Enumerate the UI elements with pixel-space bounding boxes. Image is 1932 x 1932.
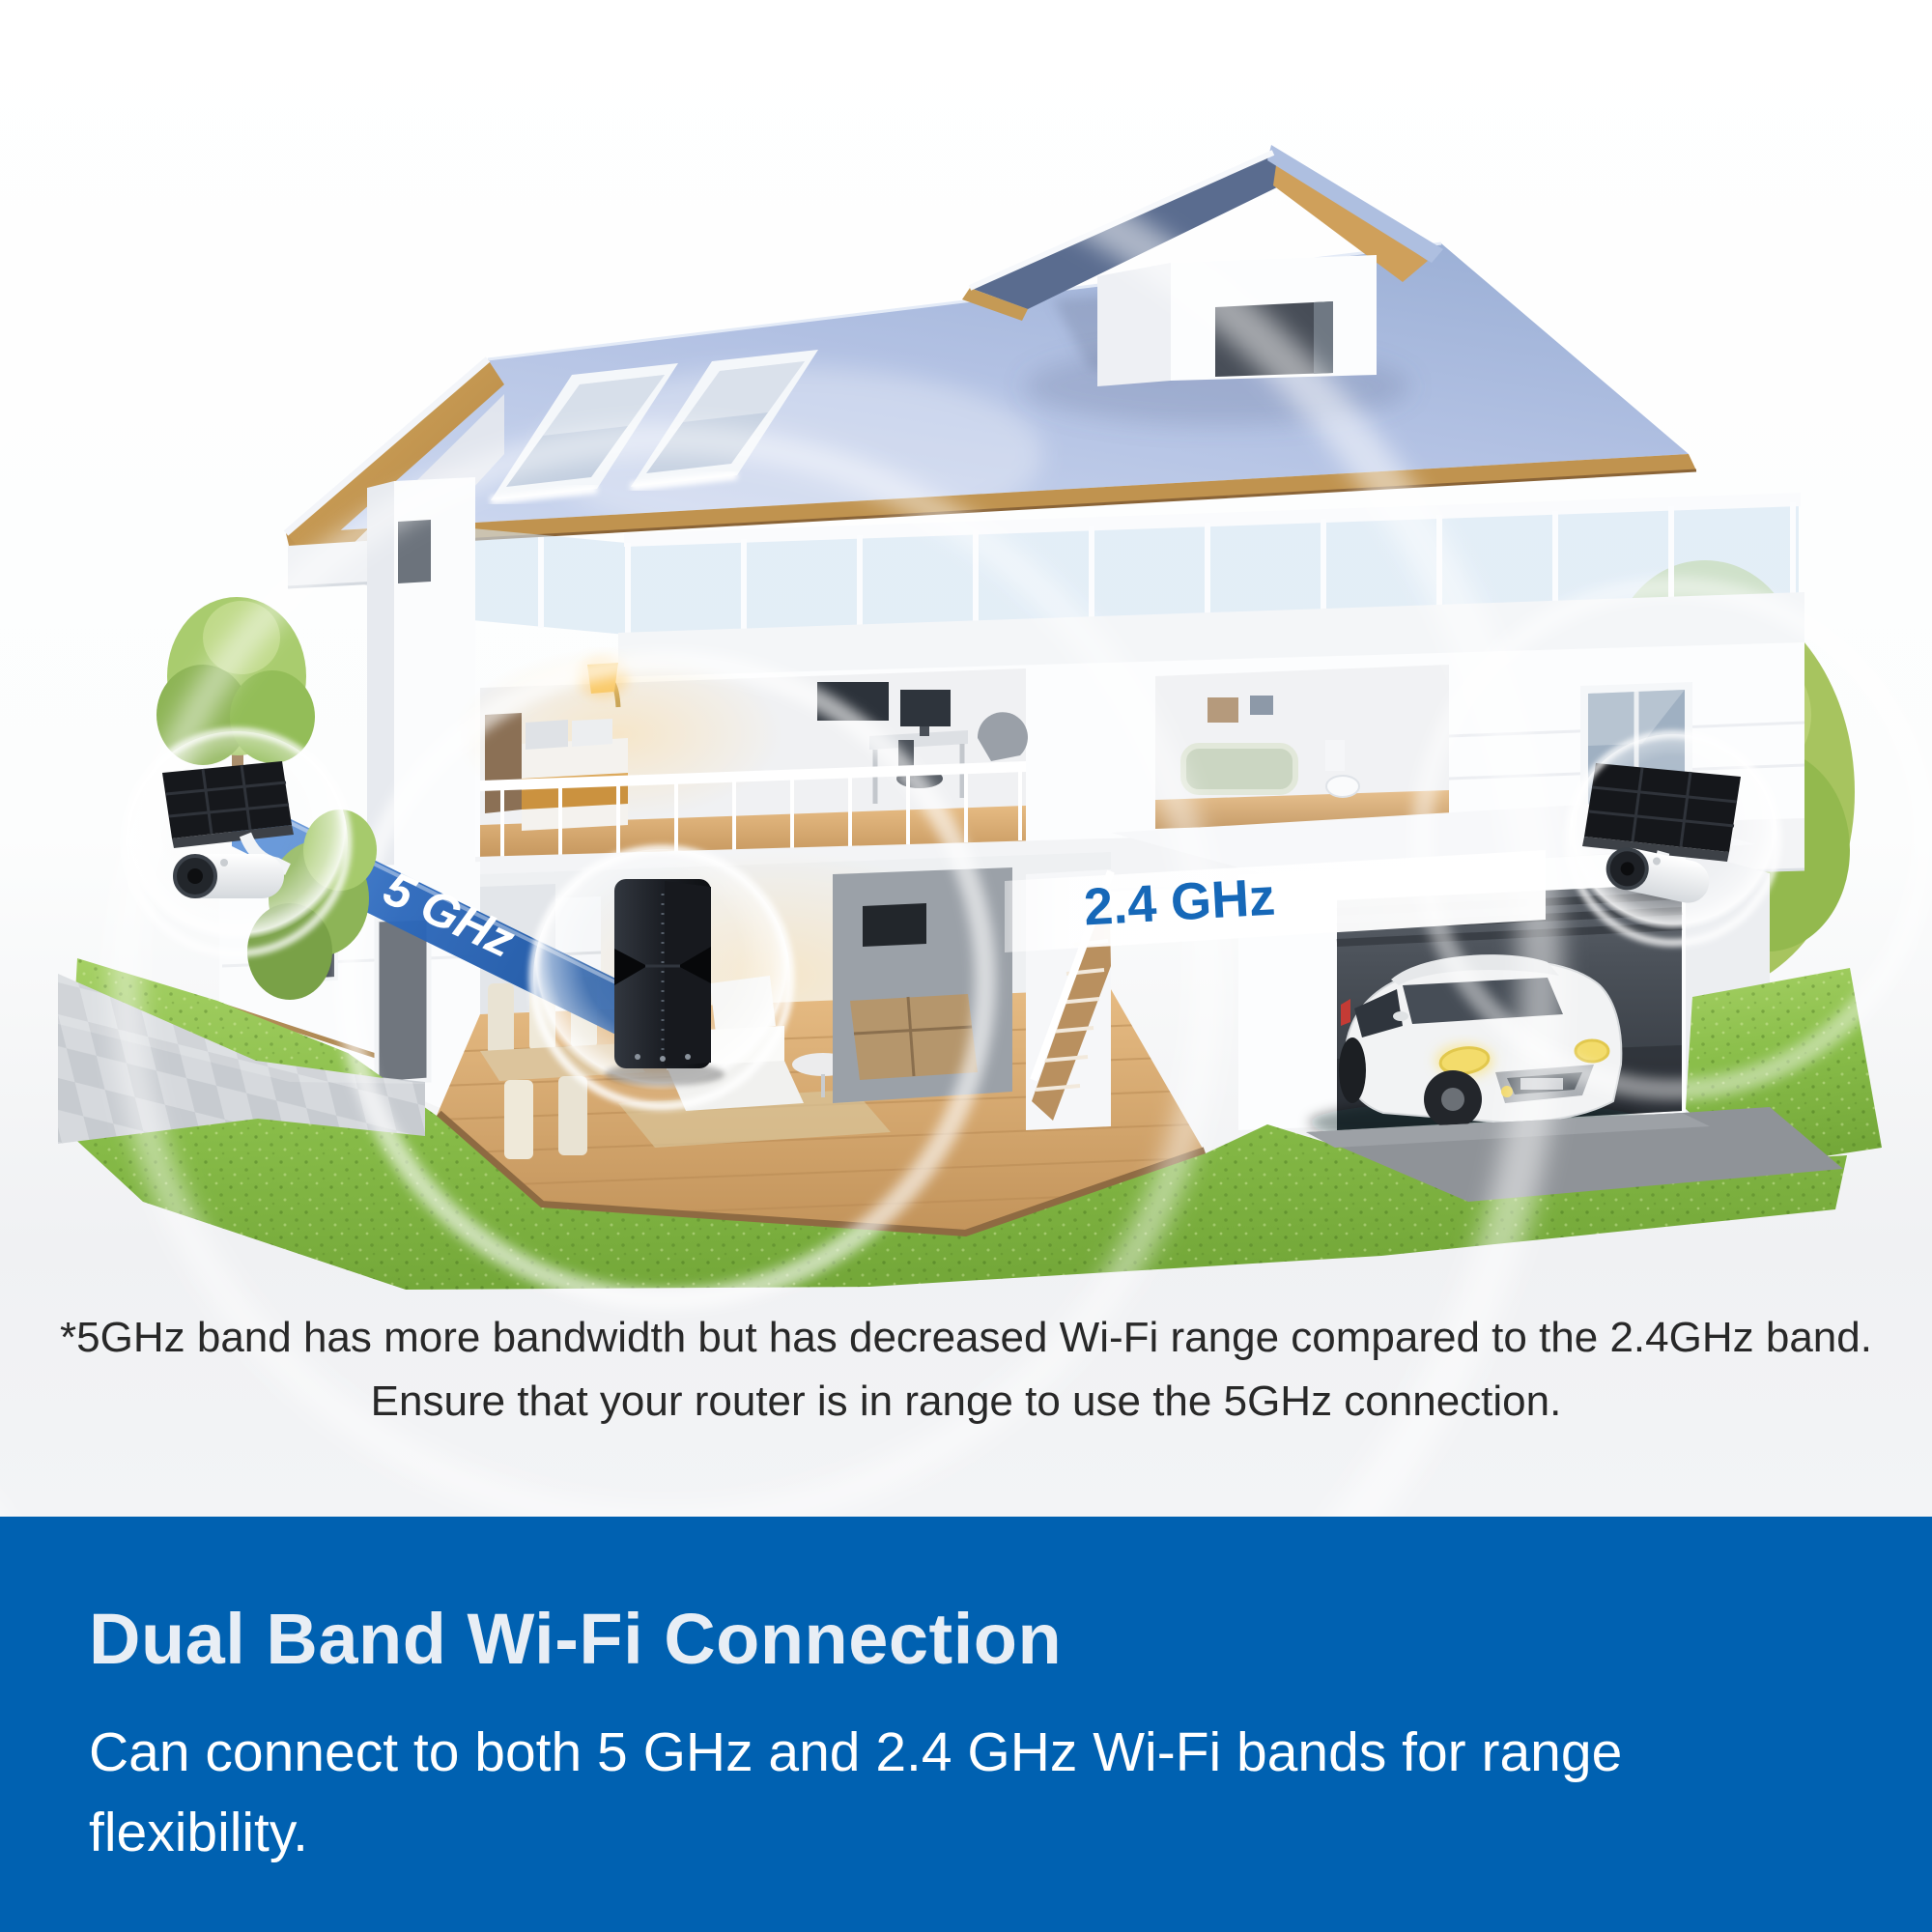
bathroom-cutaway <box>1155 665 1449 829</box>
front-door <box>374 915 432 1087</box>
wifi-dome <box>0 84 1932 1517</box>
camera-body-left <box>173 854 284 898</box>
camera-right <box>1565 730 1781 947</box>
router-group <box>528 844 795 1111</box>
router-device <box>614 879 711 1068</box>
bedroom-cutaway <box>454 647 1028 864</box>
camera-body-right <box>1605 847 1710 903</box>
camera-left <box>122 727 377 1000</box>
banner-body: Can connect to both 5 GHz and 2.4 GHz Wi… <box>89 1721 1623 1864</box>
solar-panel-right <box>1582 763 1741 862</box>
banner-heading: Dual Band Wi-Fi Connection <box>89 1599 1063 1679</box>
feature-banner: Dual Band Wi-Fi Connection Can connect t… <box>0 1517 1932 1932</box>
media-wall <box>833 867 1012 1103</box>
solar-panel-left <box>162 761 294 848</box>
disclaimer-line-1: *5GHz band has more bandwidth but has de… <box>60 1314 1872 1361</box>
disclaimer: *5GHz band has more bandwidth but has de… <box>0 1306 1932 1434</box>
label-24ghz: 2.4 GHz <box>1082 868 1276 937</box>
terrace-railing <box>451 493 1805 688</box>
disclaimer-line-2: Ensure that your router is in range to u… <box>370 1378 1562 1425</box>
band-24ghz: 2.4 GHz <box>1005 850 1546 952</box>
house-illustration: 5 GHz 2.4 GHz <box>0 0 1932 1517</box>
